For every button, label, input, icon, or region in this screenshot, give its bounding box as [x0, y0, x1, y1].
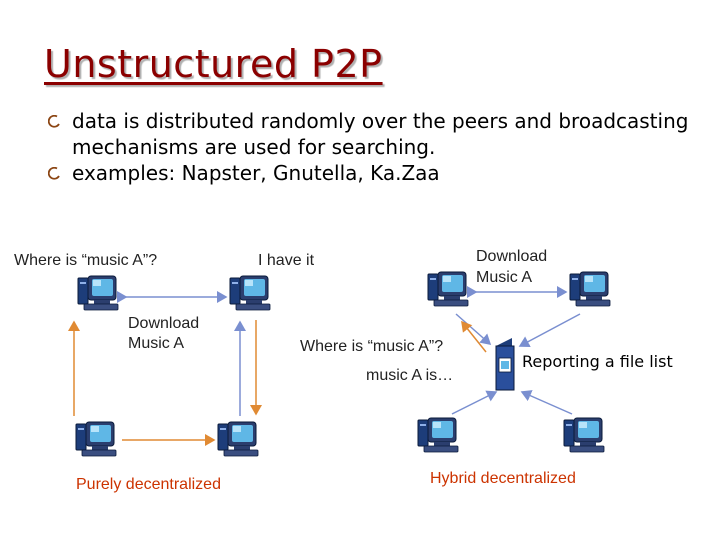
right-answer-label: music A is… [366, 367, 453, 384]
arrow-report-bottom-right [520, 390, 573, 415]
bullet-item: data is distributed randomly over the pe… [48, 108, 708, 160]
arrow-query-to-server [455, 313, 492, 345]
pc-bottom-right-icon [217, 421, 259, 457]
bullet-circle-icon [48, 115, 60, 128]
pc-right-top-left-icon [427, 271, 469, 307]
pc-right-bottom-left-icon [417, 417, 459, 453]
left-download-label-1: Download [128, 315, 199, 332]
right-query-label: Where is “music A”? [300, 338, 443, 355]
arrow-report-bottom-left [451, 390, 498, 415]
right-caption: Hybrid decentralized [430, 470, 576, 487]
left-reply-label: I have it [258, 252, 315, 269]
bullet-text: data is distributed randomly over the pe… [72, 109, 689, 159]
pc-top-right-icon [229, 275, 271, 311]
right-download-label-1: Download [476, 248, 547, 265]
left-download-label-2: Music A [128, 335, 184, 352]
arrow-report-top [518, 313, 581, 348]
bullet-text: examples: Napster, Gnutella, Ka.Zaa [72, 161, 440, 185]
server-icon [495, 338, 515, 391]
pc-right-bottom-right-icon [563, 417, 605, 453]
pc-bottom-left-icon [75, 421, 117, 457]
arrow-answer-from-server [461, 320, 487, 353]
pc-top-left-icon [77, 275, 119, 311]
bullet-item: examples: Napster, Gnutella, Ka.Zaa [48, 160, 708, 186]
left-caption: Purely decentralized [76, 476, 221, 493]
bullet-circle-icon [48, 167, 60, 180]
left-query-label: Where is “music A”? [14, 252, 157, 269]
right-download-label-2: Music A [476, 269, 532, 286]
slide-title: Unstructured P2P [44, 42, 383, 86]
pc-right-top-right-icon [569, 271, 611, 307]
report-file-list-label: Reporting a file list [522, 352, 673, 371]
bullet-list: data is distributed randomly over the pe… [48, 108, 708, 186]
